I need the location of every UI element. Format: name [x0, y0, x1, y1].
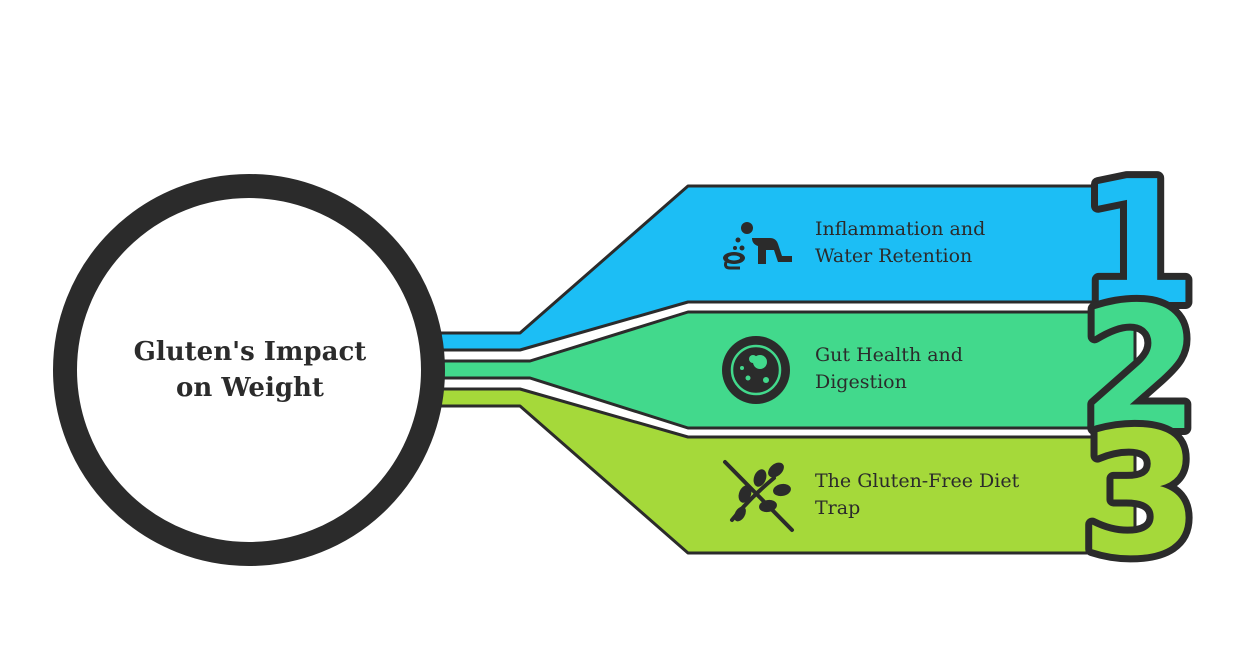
number-2: 2	[1081, 271, 1199, 469]
item-label-3: The Gluten-Free Diet Trap	[815, 468, 1075, 522]
item-label-1: Inflammation and Water Retention	[815, 216, 1075, 270]
item-1-line2: Water Retention	[815, 245, 973, 267]
person-spilling-water-icon	[723, 222, 792, 270]
number-3: 3	[1081, 396, 1199, 594]
item-2-line1: Gut Health and	[815, 344, 963, 366]
item-2-line2: Digestion	[815, 371, 907, 393]
center-title: Gluten's Impact on Weight	[100, 334, 400, 406]
item-label-2: Gut Health and Digestion	[815, 342, 1075, 396]
item-3-line1: The Gluten-Free Diet	[815, 470, 1020, 492]
number-1: 1	[1079, 145, 1197, 343]
no-wheat-icon	[723, 460, 794, 532]
item-3-line2: Trap	[815, 497, 861, 519]
petri-dish-bacteria-icon	[722, 336, 790, 404]
item-1-line1: Inflammation and	[815, 218, 986, 240]
center-title-line1: Gluten's Impact	[133, 337, 367, 367]
center-ring	[53, 174, 445, 566]
band-1	[428, 184, 1137, 352]
center-title-line2: on Weight	[176, 373, 324, 403]
